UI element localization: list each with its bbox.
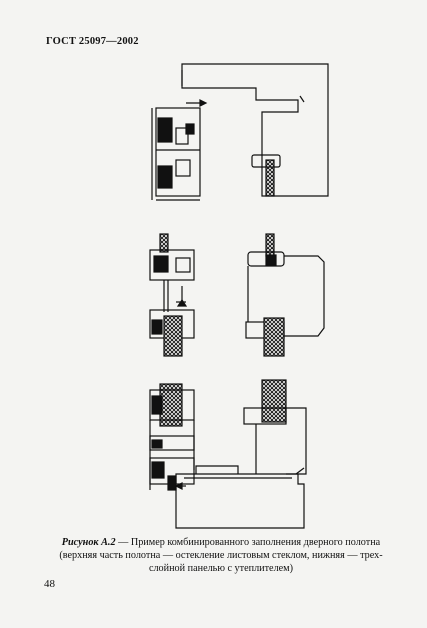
figure-caption: Рисунок А.2 — Пример комбинированного за…	[30, 536, 412, 575]
section-middle	[149, 233, 325, 357]
section-bottom	[149, 379, 307, 529]
document-header: ГОСТ 25097—2002	[46, 36, 139, 47]
figure-caption-prefix: Рисунок А.2	[61, 537, 116, 548]
figure-caption-line-3: слойной панелью с утеплителем)	[148, 563, 294, 574]
figure-caption-text: — Пример комбинированного заполнения две…	[115, 537, 381, 548]
page-number: 48	[44, 578, 55, 590]
figure-caption-line-2: (верхняя часть полотна — остекление лист…	[59, 550, 383, 561]
section-top	[151, 63, 329, 201]
figure-caption-line-1: Рисунок А.2 — Пример комбинированного за…	[30, 536, 412, 549]
